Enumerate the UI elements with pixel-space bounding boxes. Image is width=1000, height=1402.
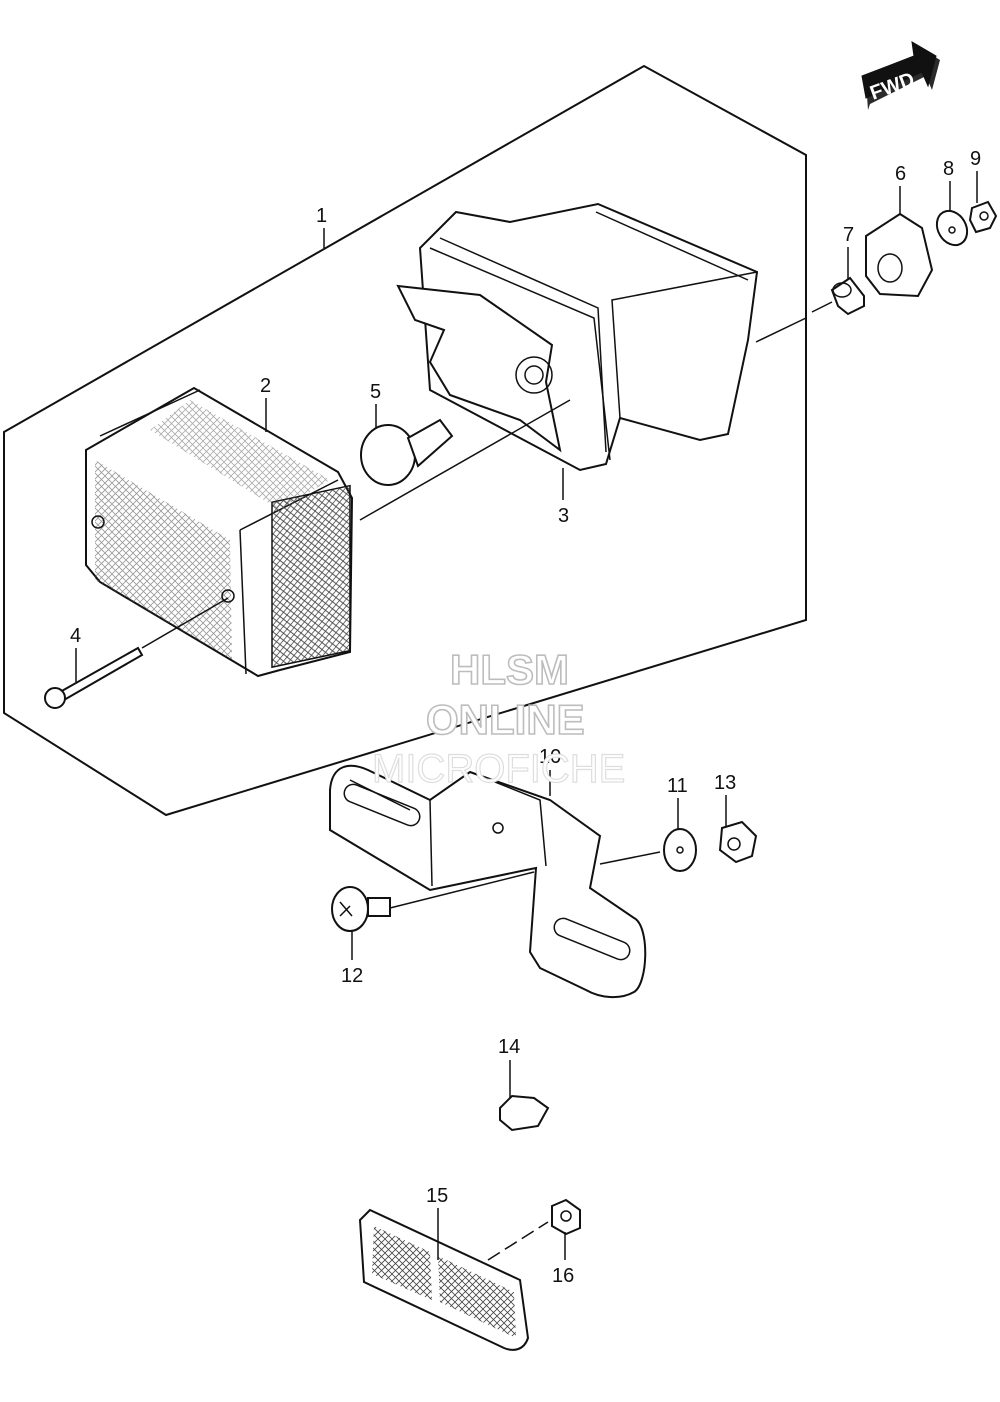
callout-9: 9 [970,148,981,170]
nut-part [968,200,998,234]
callout-14: 14 [498,1036,520,1058]
screw-12-part [331,886,391,932]
callout-6: 6 [895,163,906,185]
callout-4: 4 [70,625,81,647]
screw-part [44,646,144,709]
nut-16-part [551,1198,581,1236]
housing-part [396,202,759,472]
watermark-line2: ONLINE [426,696,585,743]
leader-lines [75,171,978,1261]
callout-1: 1 [316,205,327,227]
callout-8: 8 [943,158,954,180]
plug-part [499,1094,550,1132]
callout-5: 5 [370,381,381,403]
reflector-part [358,1208,530,1351]
collar-part [830,276,865,316]
callout-12: 12 [341,965,363,987]
watermark: HLSM ONLINE MICROFICHE [371,645,626,791]
watermark-line1: HLSM [450,646,569,693]
bulb-part [360,418,454,486]
washer-11-part [663,828,697,872]
nut-13-part [718,820,758,864]
fwd-arrow-icon: FWD [861,41,940,110]
callout-15: 15 [426,1185,448,1207]
callout-10: 10 [539,746,561,768]
callout-7: 7 [843,224,854,246]
callout-3: 3 [558,505,569,527]
washer-part [935,209,969,247]
callout-16: 16 [552,1265,574,1287]
assembly-outline [3,64,807,817]
bracket-part [329,764,647,998]
callout-11: 11 [667,775,688,797]
grommet-part [865,212,934,298]
lens-part [85,386,354,678]
watermark-line3: MICROFICHE [372,747,625,791]
callout-2: 2 [260,375,271,397]
callout-13: 13 [714,772,736,794]
